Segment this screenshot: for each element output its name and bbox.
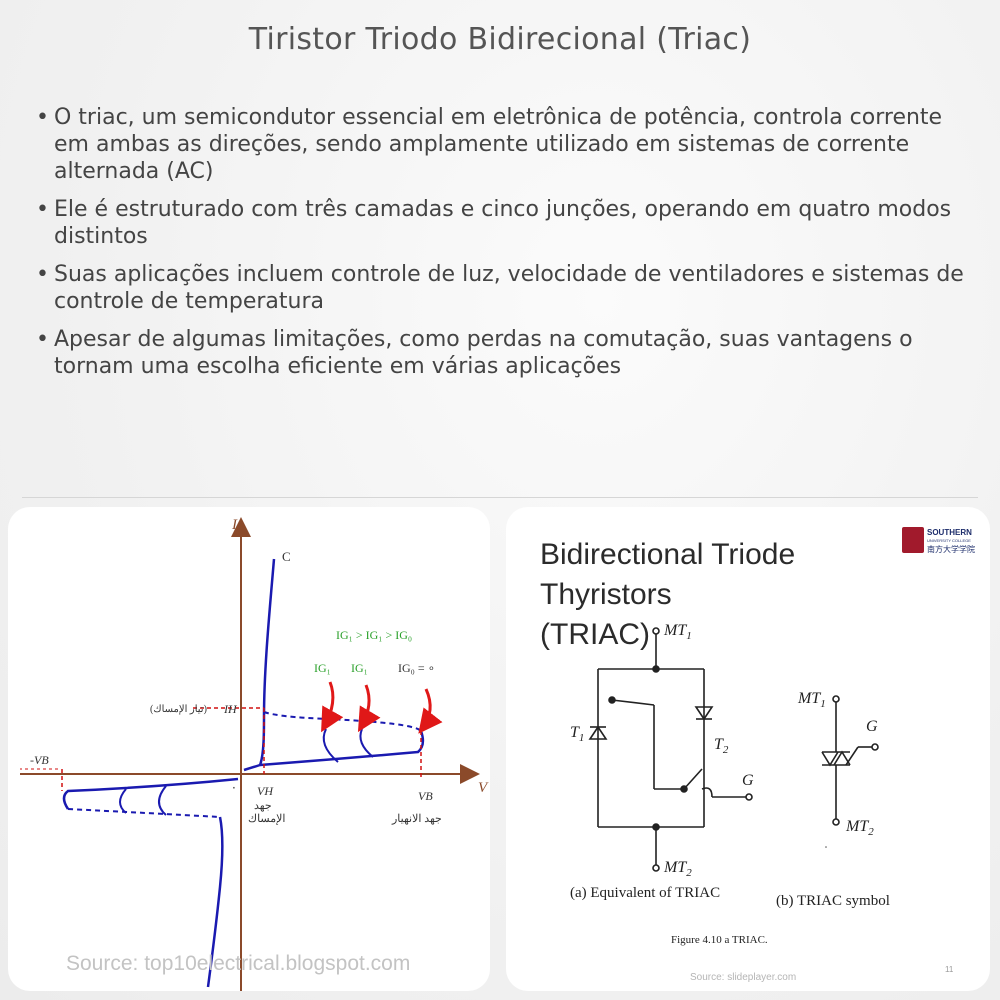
mt2-label: MT2 <box>663 859 692 879</box>
gate-arrow-2 <box>357 684 381 733</box>
southern-university-logo: SOUTHERN UNIVERSITY COLLEGE 南方大学学院 <box>902 527 976 557</box>
gate-loop-4 <box>158 785 167 816</box>
forward-conduction-curve <box>243 558 276 772</box>
triac-iv-characteristic-diagram: I V C IG₁ > IG₁ > IG₀ IG₁ IG₁ IG₀ = ∘ (ت… <box>20 517 489 991</box>
neg-vb-label: -VB <box>30 753 49 767</box>
gate-arrow-1 <box>321 681 344 733</box>
symbol-mt2-label: MT2 <box>845 818 874 838</box>
ih-label: IH <box>223 702 238 716</box>
left-image-source: Source: top10electrical.blogspot.com <box>66 952 411 975</box>
origin-mark: · <box>232 781 236 795</box>
triac-equivalent-circuit-diagram: MT1 MT2 T1 T2 G MT1 G MT2 (a) Equivalent… <box>570 622 890 946</box>
bullet-item: O triac, um semicondutor essencial em el… <box>34 104 964 185</box>
t1-thyristor <box>588 725 608 740</box>
vh-ar-label-2: الإمساك <box>248 813 285 825</box>
reverse-blocking-curve <box>62 777 239 810</box>
symbol-gate-label: G <box>866 718 878 735</box>
logo-text-2: UNIVERSITY COLLEGE <box>927 538 971 543</box>
logo-text-3: 南方大学学院 <box>927 545 975 554</box>
gate-label-1: IG₁ <box>314 661 331 675</box>
vb-ar-label: جهد الانهيار <box>391 813 442 825</box>
caption-a: (a) Equivalent of TRIAC <box>570 885 720 901</box>
t2-thyristor <box>694 706 714 721</box>
bullet-item: Ele é estruturado com três camadas e cin… <box>34 196 964 250</box>
t1-label: T1 <box>570 724 584 744</box>
gate-label: G <box>742 772 754 789</box>
bullet-item: Apesar de algumas limitações, como perda… <box>34 326 964 380</box>
gate-loop-2 <box>359 728 374 758</box>
gate-relation-label: IG₁ > IG₁ > IG₀ <box>336 628 412 642</box>
vh-ar-label-1: جهد <box>254 800 272 812</box>
bullet-item: Suas aplicações incluem controle de luz,… <box>34 261 964 315</box>
triac-slide-card: MT1 MT2 T1 T2 G MT1 G MT2 (a) Equivalent… <box>506 507 990 991</box>
holding-current-ar-label: (تيار الإمساك) <box>150 704 207 715</box>
point-c-label: C <box>282 549 291 564</box>
section-divider <box>22 497 978 498</box>
mt2-terminal <box>652 864 660 872</box>
gate-label-3: IG₀ = ∘ <box>398 661 435 675</box>
page-title: Tiristor Triodo Bidirecional (Triac) <box>248 22 752 57</box>
caption-b: (b) TRIAC symbol <box>776 893 890 909</box>
slide-title: Bidirectional Triode Thyristors (TRIAC) <box>540 535 910 655</box>
symbol-mt1-label: MT1 <box>797 690 826 710</box>
gate-label-2: IG₁ <box>351 661 368 675</box>
triac-symbol <box>821 695 879 826</box>
logo-text-1: SOUTHERN <box>927 528 972 537</box>
axis-i-label: I <box>231 517 238 533</box>
vb-label: VB <box>418 789 433 803</box>
lower-dashed-curve <box>67 808 221 818</box>
slide-page-number: 11 <box>945 965 954 974</box>
gate-loop-1 <box>322 728 339 763</box>
gate-loop-3 <box>119 788 127 814</box>
triac-iv-characteristic-card: I V C IG₁ > IG₁ > IG₀ IG₁ IG₁ IG₀ = ∘ (ت… <box>8 507 490 991</box>
university-crest-icon <box>902 527 924 553</box>
slide-title-line-2: (TRIAC) <box>540 618 650 651</box>
figure-caption: Figure 4.10 a TRIAC. <box>671 934 768 946</box>
vh-label: VH <box>257 784 274 798</box>
t2-label: T2 <box>714 736 729 756</box>
bullet-list: O triac, um semicondutor essencial em el… <box>34 104 964 391</box>
forward-blocking-curve <box>259 730 425 767</box>
right-image-source: Source: slideplayer.com <box>690 972 797 983</box>
gate-arrow-3 <box>418 688 443 734</box>
slide-title-line-1: Bidirectional Triode Thyristors <box>540 538 796 611</box>
upper-dashed-curve <box>263 711 422 732</box>
gate-terminal <box>745 793 753 801</box>
reverse-conduction-curve <box>206 816 224 988</box>
mt1-label: MT1 <box>663 622 692 642</box>
axis-v-label: V <box>478 780 489 796</box>
